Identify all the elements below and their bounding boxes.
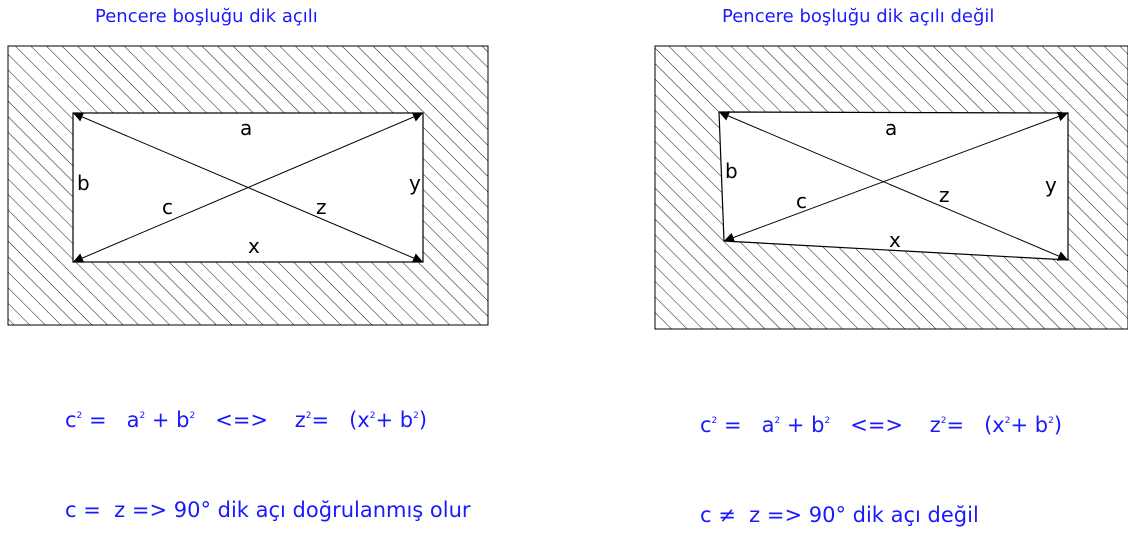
formula-z: z xyxy=(294,408,306,432)
right-label-y: y xyxy=(1045,173,1057,197)
left-label-x: x xyxy=(248,234,260,258)
right-diagonal-z xyxy=(718,111,1069,261)
formula-square: 2 xyxy=(413,411,419,421)
formula-close-paren: ) xyxy=(1053,413,1063,437)
left-formula-line1: c2 = a2 + b2 <=> z2= (x2+ b2) xyxy=(65,405,471,435)
formula-square: 2 xyxy=(139,411,146,421)
right-diagram-title: Pencere boşluğu dik açılı değil xyxy=(722,6,995,27)
formula-a: a xyxy=(761,413,775,437)
left-label-c: c xyxy=(162,195,173,219)
formula-equals: = xyxy=(717,413,762,437)
right-formula: c2 = a2 + b2 <=> z2= (x2+ b2) c ≠ z => 9… xyxy=(700,350,1062,560)
formula-square: 2 xyxy=(369,411,376,421)
right-formula-line2: c ≠ z => 90° dik açı değil xyxy=(700,503,979,527)
right-label-b: b xyxy=(725,159,738,183)
right-formula-line1: c2 = a2 + b2 <=> z2= (x2+ b2) xyxy=(700,410,1062,440)
left-formula: c2 = a2 + b2 <=> z2= (x2+ b2) c = z => 9… xyxy=(65,345,471,555)
formula-c: c xyxy=(700,413,712,437)
formula-square: 2 xyxy=(76,411,83,421)
formula-plus-b: + b xyxy=(780,413,825,437)
right-label-z: z xyxy=(939,183,950,207)
formula-equals-x: = (x xyxy=(946,413,1005,437)
left-label-b: b xyxy=(77,171,90,195)
formula-equivalence: <=> xyxy=(830,413,930,437)
formula-plus-b: + b xyxy=(1010,413,1049,437)
left-label-a: a xyxy=(240,116,252,140)
formula-a: a xyxy=(126,408,140,432)
left-label-y: y xyxy=(409,171,421,195)
diagrams-canvas: a b y c z x a b y c z x xyxy=(7,45,1128,330)
formula-plus-b: + b xyxy=(145,408,190,432)
left-formula-line2: c = z => 90° dik açı doğrulanmış olur xyxy=(65,498,471,522)
left-diagram-title: Pencere boşluğu dik açılı xyxy=(95,6,318,27)
formula-z: z xyxy=(929,413,941,437)
formula-c: c xyxy=(65,408,77,432)
right-diagram: a b y c z x xyxy=(654,45,1128,330)
right-label-c: c xyxy=(796,189,807,213)
left-label-z: z xyxy=(316,195,327,219)
right-label-x: x xyxy=(889,228,901,252)
formula-square: 2 xyxy=(305,411,312,421)
right-label-a: a xyxy=(885,116,897,140)
formula-equivalence: <=> xyxy=(195,408,295,432)
left-diagonal-z xyxy=(72,112,424,263)
formula-plus-b: + b xyxy=(375,408,414,432)
formula-square: 2 xyxy=(189,411,196,421)
formula-equals-x: = (x xyxy=(311,408,370,432)
formula-close-paren: ) xyxy=(418,408,428,432)
left-diagram: a b y c z x xyxy=(7,45,489,326)
formula-equals: = xyxy=(82,408,127,432)
